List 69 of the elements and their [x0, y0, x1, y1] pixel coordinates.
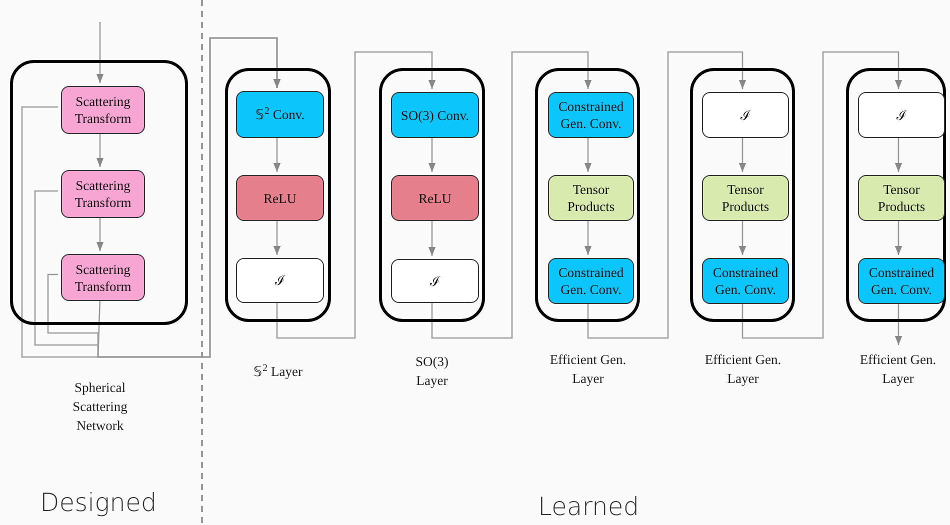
box-label: 𝕊$^{2}$ Conv. — [254, 106, 306, 123]
arrow — [894, 301, 902, 345]
layer-container — [10, 60, 188, 325]
layer-caption: Efficient Gen. Layer — [858, 351, 938, 388]
box-label: Constrained Gen. Conv. — [712, 264, 780, 298]
arrow — [428, 135, 436, 172]
box-label: Tensor Products — [566, 181, 616, 215]
identity-box — [702, 92, 789, 138]
identity-box — [858, 92, 945, 138]
box-label: ReLU — [262, 190, 298, 206]
layer-caption: 𝕊$^{2}$ Layer — [254, 362, 302, 381]
network-caption: Spherical Scattering Network — [72, 379, 128, 435]
box-label: ℐ — [274, 272, 286, 289]
box-label: Constrained Gen. Conv. — [557, 98, 625, 132]
arrow — [894, 135, 902, 172]
box-label: ReLU — [418, 190, 452, 206]
arrow — [584, 218, 592, 255]
arrow — [96, 131, 104, 167]
tensor-product-box — [548, 175, 634, 221]
transform-box — [61, 170, 145, 218]
convolution-box — [702, 258, 789, 304]
box-label: SO(3) Conv. — [400, 106, 470, 124]
convolution-box — [236, 91, 324, 138]
tensor-product-box — [702, 175, 789, 221]
layer-caption: Efficient Gen. Layer — [548, 351, 628, 388]
arrow — [96, 215, 104, 251]
box-label: Tensor Products — [876, 181, 926, 215]
section-label: Designed — [40, 487, 157, 519]
layer-container — [225, 68, 331, 322]
convolution-box — [858, 258, 945, 304]
identity-box — [236, 258, 324, 303]
transform-box — [61, 86, 145, 134]
box-label: ℐ — [429, 272, 442, 290]
box-label: Constrained Gen. Conv. — [557, 264, 625, 298]
box-label: Tensor Products — [720, 181, 770, 215]
convolution-box — [391, 92, 479, 138]
arrow — [738, 218, 746, 255]
arrow — [587, 51, 746, 339]
arrow — [584, 135, 592, 172]
arrow — [431, 51, 592, 339]
layer-caption: SO(3) Layer — [414, 353, 450, 390]
box-label: Constrained Gen. Conv. — [868, 264, 936, 298]
tensor-product-box — [858, 175, 945, 221]
layer-container — [846, 68, 946, 322]
box-label: Scattering Transform — [74, 177, 132, 211]
activation-box — [391, 175, 479, 221]
arrow — [273, 135, 281, 172]
convolution-box — [548, 258, 634, 304]
arrow — [742, 51, 902, 339]
box-label: Scattering Transform — [74, 93, 132, 127]
arrow — [894, 218, 902, 255]
arrow — [428, 218, 436, 256]
identity-box — [391, 259, 479, 303]
box-label: ℐ — [896, 106, 908, 124]
layer-container — [690, 68, 795, 322]
box-label: Scattering Transform — [74, 260, 132, 294]
activation-box — [236, 175, 324, 221]
box-label: ℐ — [740, 106, 752, 124]
layer-caption: Efficient Gen. Layer — [704, 351, 782, 388]
transform-box — [61, 254, 145, 301]
arrow — [96, 22, 104, 83]
arrow — [97, 37, 281, 358]
arrow — [276, 51, 436, 339]
section-label: Learned — [538, 491, 640, 523]
layer-container — [535, 68, 640, 322]
layer-container — [379, 68, 485, 322]
convolution-box — [548, 92, 634, 138]
arrow — [273, 218, 281, 255]
arrow — [738, 135, 746, 172]
